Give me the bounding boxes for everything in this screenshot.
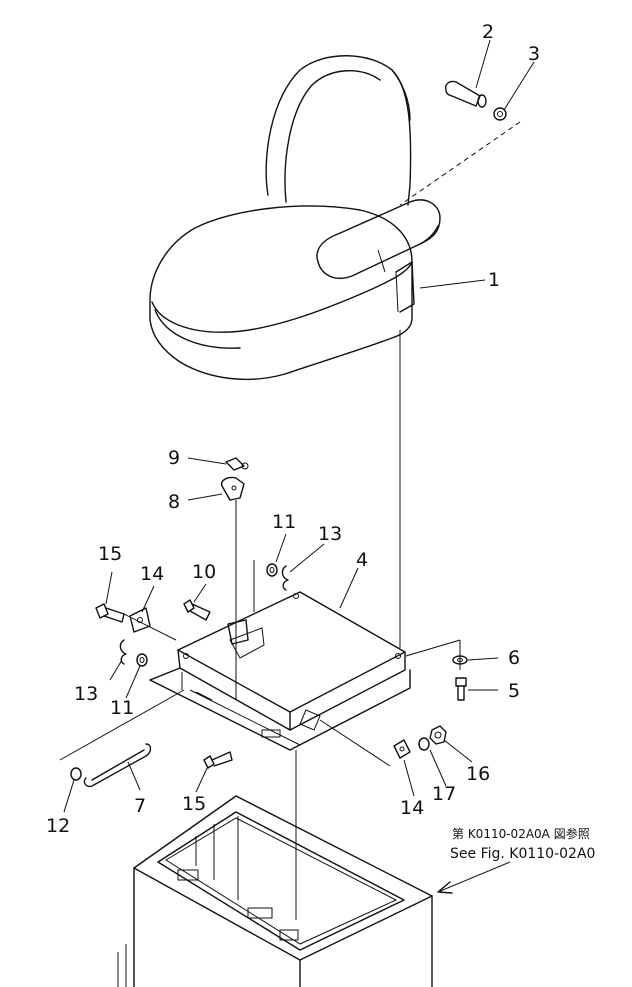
bracket-14-upper (129, 607, 151, 633)
callout-2: 2 (482, 21, 494, 43)
callout-16: 16 (466, 763, 490, 785)
callout-13-upper: 13 (318, 523, 342, 545)
washer-12 (70, 767, 82, 781)
callout-9: 9 (168, 447, 180, 469)
axis-rod (59, 689, 185, 761)
callout-11-upper: 11 (272, 511, 296, 533)
axis-right-hardware (319, 719, 391, 767)
axis-left-bolt (123, 613, 177, 641)
bolt-15-lower (203, 751, 233, 769)
washer-17 (418, 737, 430, 751)
nut-16 (429, 725, 447, 745)
clip-13-upper (281, 565, 289, 591)
washer-11-upper (266, 563, 278, 577)
rod-7 (83, 743, 152, 788)
latch-lever (221, 476, 245, 640)
mounting-plate (149, 591, 411, 751)
knob-washer (493, 107, 507, 121)
adjust-knob (444, 80, 487, 108)
callout-5: 5 (508, 680, 520, 702)
reference-arrow (437, 861, 511, 893)
seat-assembly (149, 55, 441, 381)
callout-labels: 1 2 3 4 5 6 7 8 9 10 11 11 12 13 13 14 1… (46, 21, 540, 837)
reference-note-japanese: 第 K0110-02A0A 図参照 (452, 826, 590, 841)
callout-10: 10 (192, 561, 216, 583)
callout-12: 12 (46, 815, 70, 837)
callout-1: 1 (488, 269, 500, 291)
callout-11-lower: 11 (110, 697, 134, 719)
reference-note-english: See Fig. K0110-02A0 (450, 846, 595, 862)
callout-14-lower: 14 (400, 797, 424, 819)
knob-axis (399, 121, 521, 206)
bracket-14-lower (393, 739, 411, 759)
callout-15-upper: 15 (98, 543, 122, 565)
bolt-10 (183, 599, 211, 621)
latch-bracket (227, 619, 249, 645)
leader-lines (63, 39, 535, 813)
callout-6: 6 (508, 647, 520, 669)
callout-3: 3 (528, 43, 540, 65)
seat-base-box (117, 795, 433, 987)
callout-7: 7 (134, 795, 146, 817)
bolt-15-upper (95, 603, 125, 623)
axis-right-washer (405, 639, 461, 657)
callout-13-lower: 13 (74, 683, 98, 705)
bolt-5 (455, 677, 467, 701)
washer-11-lower (136, 653, 148, 667)
callout-4: 4 (356, 549, 368, 571)
latch-pin (225, 457, 249, 471)
callout-8: 8 (168, 491, 180, 513)
callout-17: 17 (432, 783, 456, 805)
reference-arrow-head (437, 881, 453, 894)
callout-15-lower: 15 (182, 793, 206, 815)
callout-14-upper: 14 (140, 563, 164, 585)
